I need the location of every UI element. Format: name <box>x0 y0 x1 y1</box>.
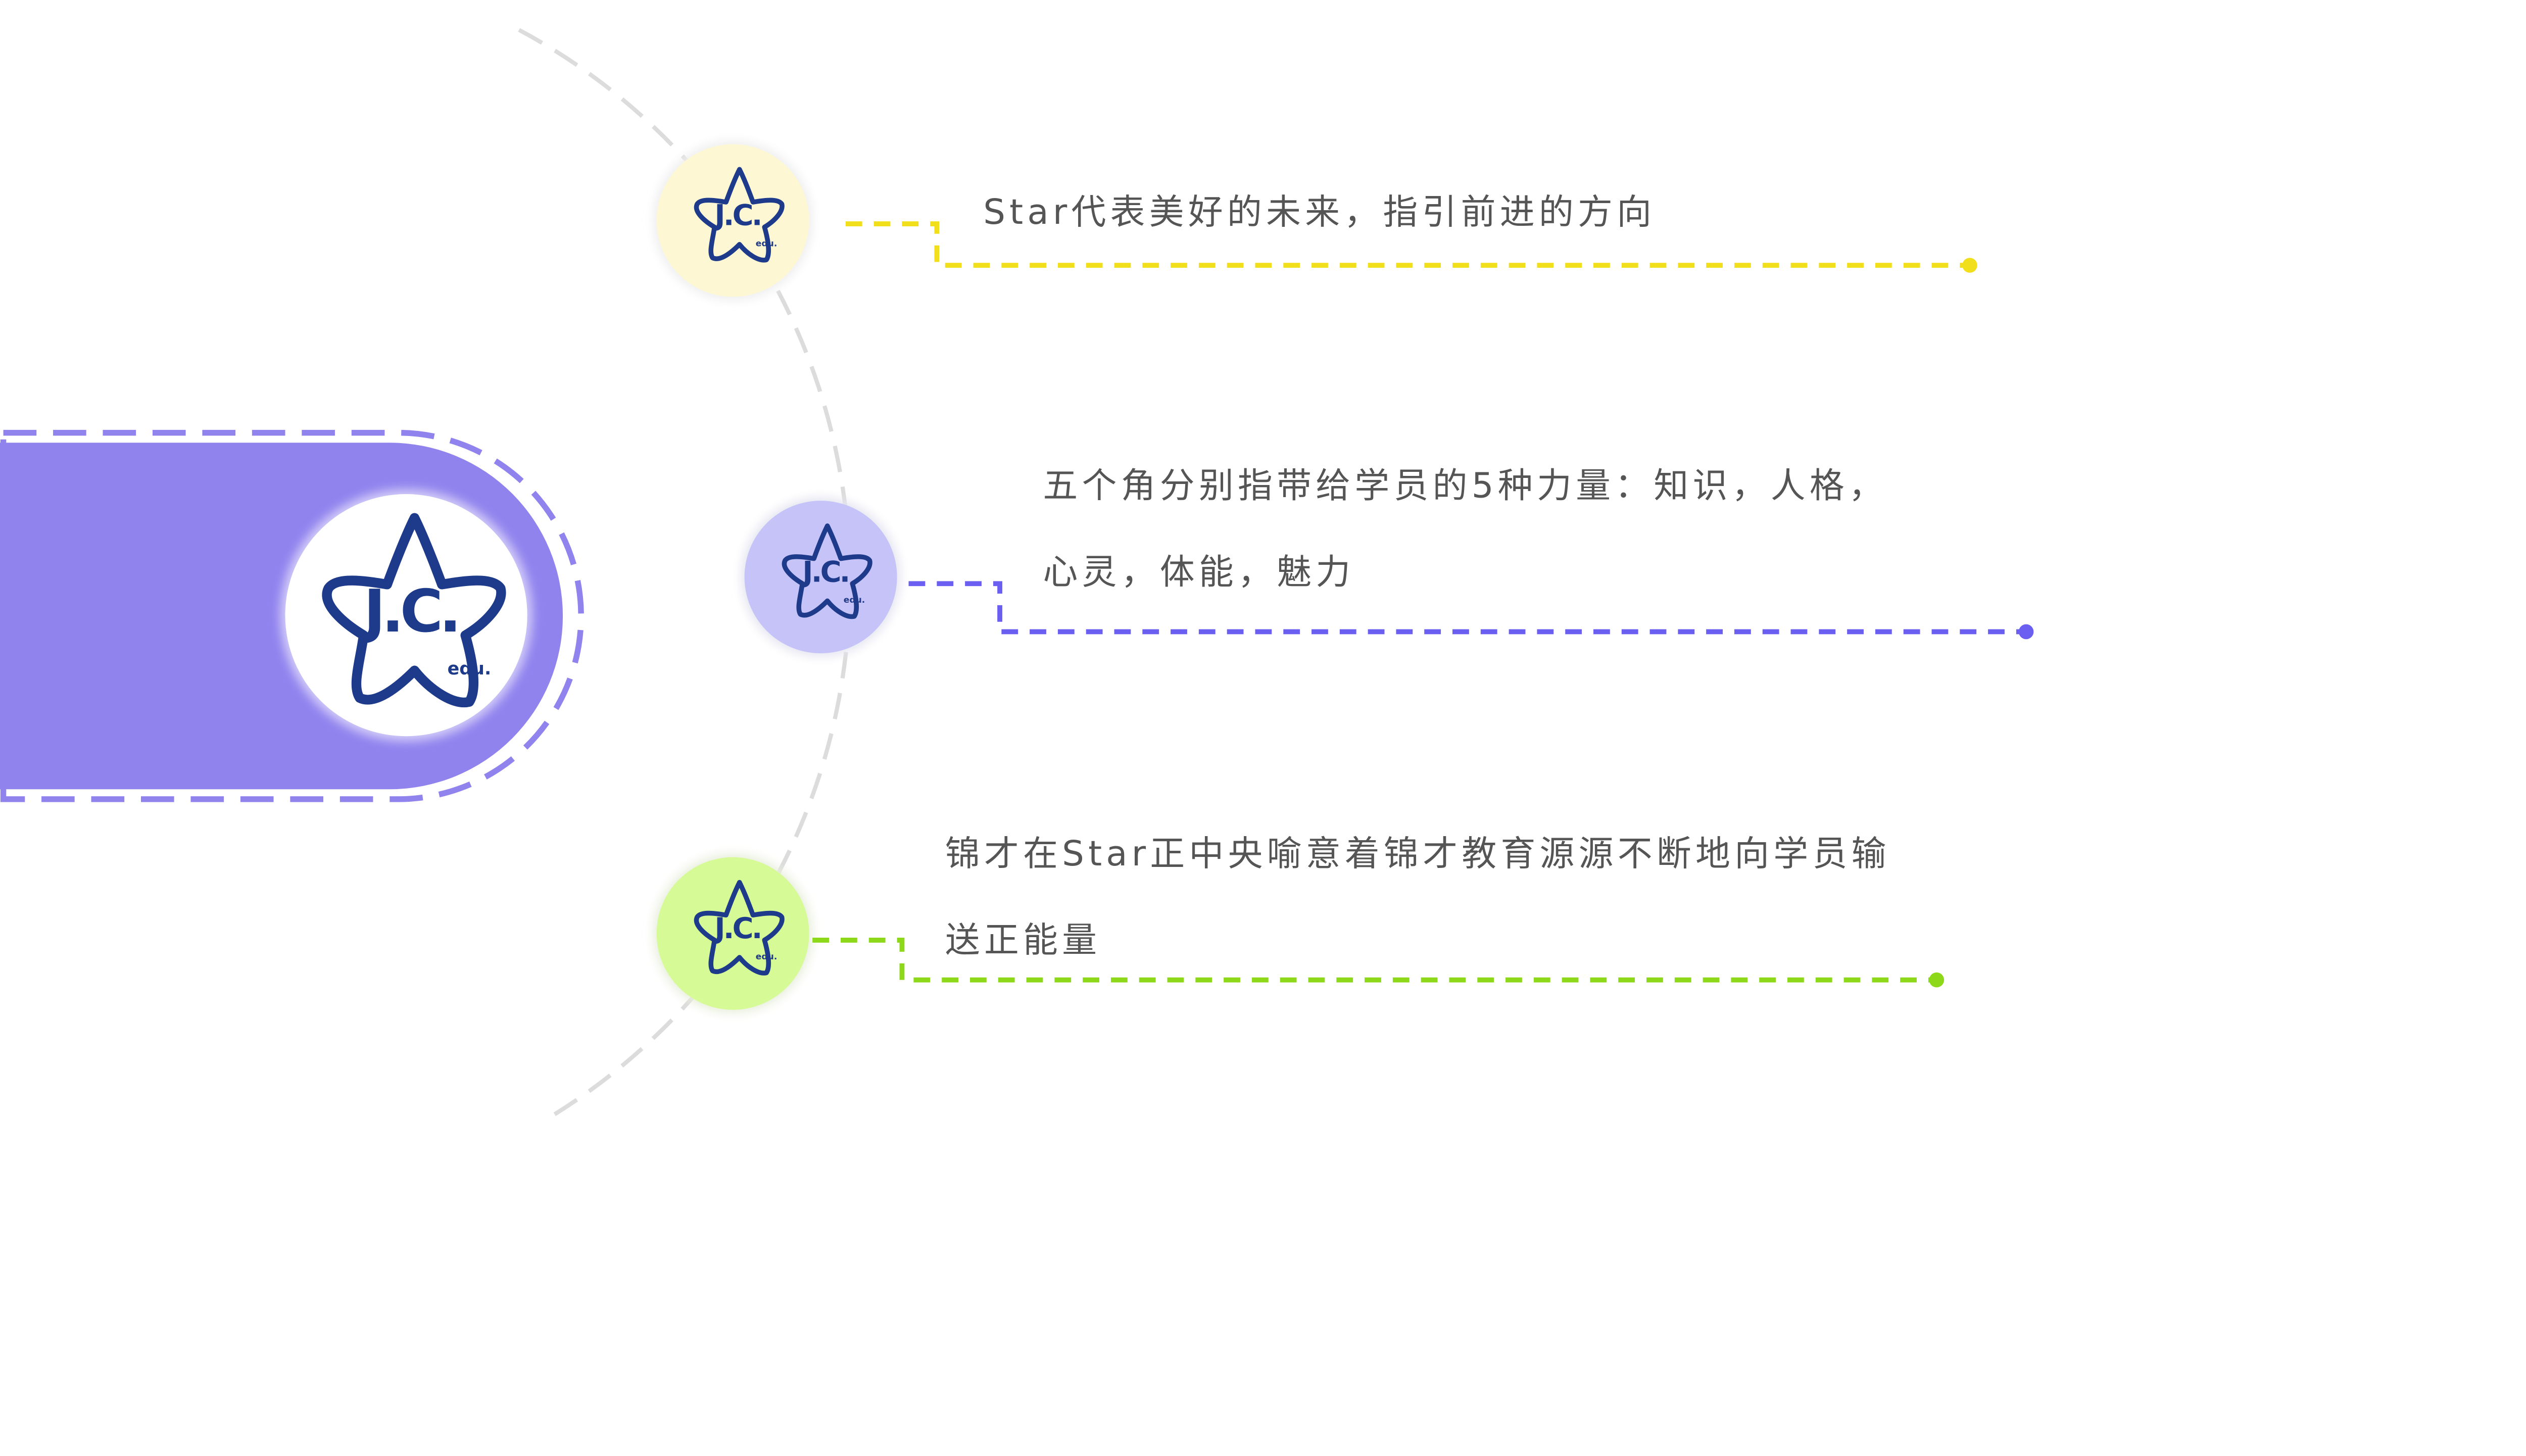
item-2-text-line-2: 心灵，体能，魅力 <box>1043 552 1355 592</box>
item-3-text-line-2: 送正能量 <box>945 920 1101 960</box>
item-3-text-line-1: 锦才在Star正中央喻意着锦才教育源源不断地向学员输 <box>945 834 1890 874</box>
item-2-connector <box>908 581 2026 635</box>
item-2-text-line-1: 五个角分别指带给学员的5种力量：知识，人格， <box>1043 466 1888 506</box>
item-1-end-dot <box>1962 258 1977 273</box>
item-2-end-dot <box>2018 624 2034 640</box>
item-3-end-dot <box>1929 972 1945 988</box>
item-1-text: Star代表美好的未来，指引前进的方向 <box>983 192 1656 232</box>
item-1-connector <box>845 221 1970 268</box>
